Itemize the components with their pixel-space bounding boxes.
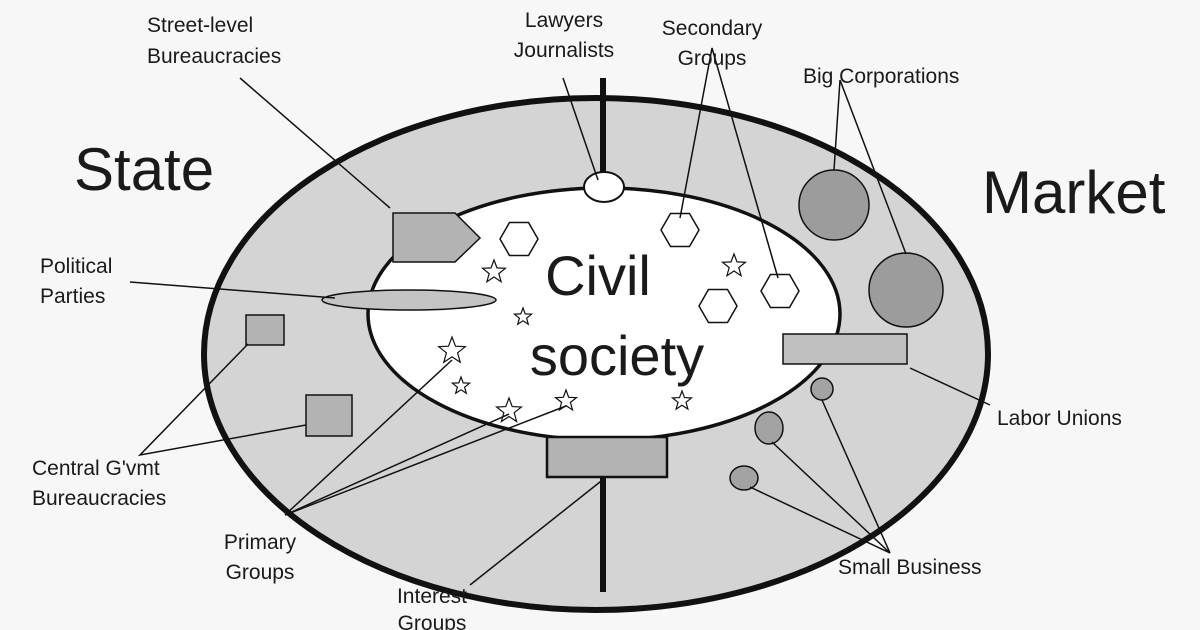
- interest-label-1: Interest: [397, 585, 467, 608]
- primary-group-star-icon: [553, 388, 579, 412]
- central-govt-bureaucracy-1: [245, 314, 285, 346]
- secondary-group-hexagon: [760, 273, 800, 309]
- central-govt-label-1: Central G'vmt: [32, 457, 160, 480]
- street-level-bureaucracy-shape: [392, 212, 482, 263]
- primary-group-star-icon: [512, 306, 534, 326]
- lawyers-label: Lawyers: [525, 9, 603, 32]
- primary-group-star-icon: [480, 258, 508, 284]
- society-label: society: [530, 324, 704, 387]
- interest-label-2: Groups: [398, 612, 467, 630]
- labor-unions-label: Labor Unions: [997, 407, 1122, 430]
- small-business-3: [729, 465, 759, 491]
- big-corporations-label: Big Corporations: [803, 65, 959, 88]
- leader-lines: [129, 47, 991, 586]
- primary-group-star-icon: [450, 375, 472, 395]
- secondary-label-2: Groups: [678, 47, 747, 70]
- small-business-1: [810, 377, 834, 401]
- journalists-label: Journalists: [514, 39, 614, 62]
- lawyers-journalists-node: [583, 171, 625, 203]
- political-parties-shape: [321, 289, 497, 311]
- street-level-label-2: Bureaucracies: [147, 45, 281, 68]
- primary-group-star-icon: [437, 335, 467, 364]
- big-corporation-1: [798, 169, 870, 241]
- primary-group-star-icon: [670, 389, 694, 411]
- small-business-label: Small Business: [838, 556, 982, 579]
- political-label-2: Parties: [40, 285, 105, 308]
- political-label-1: Political: [40, 255, 112, 278]
- civil-label: Civil: [545, 244, 651, 307]
- interest-group-shape: [545, 435, 669, 479]
- secondary-group-hexagon: [660, 212, 700, 248]
- primary-label-1: Primary: [224, 531, 297, 554]
- secondary-group-hexagon: [698, 288, 738, 324]
- small-business-2: [754, 411, 784, 445]
- primary-group-star-icon: [494, 396, 524, 423]
- street-level-label-1: Street-level: [147, 14, 253, 37]
- primary-group-star-icon: [720, 252, 748, 278]
- secondary-label-1: Secondary: [662, 17, 763, 40]
- labor-union-shape: [782, 333, 908, 365]
- central-govt-bureaucracy-2: [305, 394, 353, 437]
- market-label: Market: [982, 159, 1166, 226]
- primary-label-2: Groups: [226, 561, 295, 584]
- central-govt-label-2: Bureaucracies: [32, 487, 166, 510]
- secondary-group-hexagon: [499, 221, 539, 257]
- big-corporation-2: [868, 252, 944, 328]
- state-label: State: [74, 136, 214, 203]
